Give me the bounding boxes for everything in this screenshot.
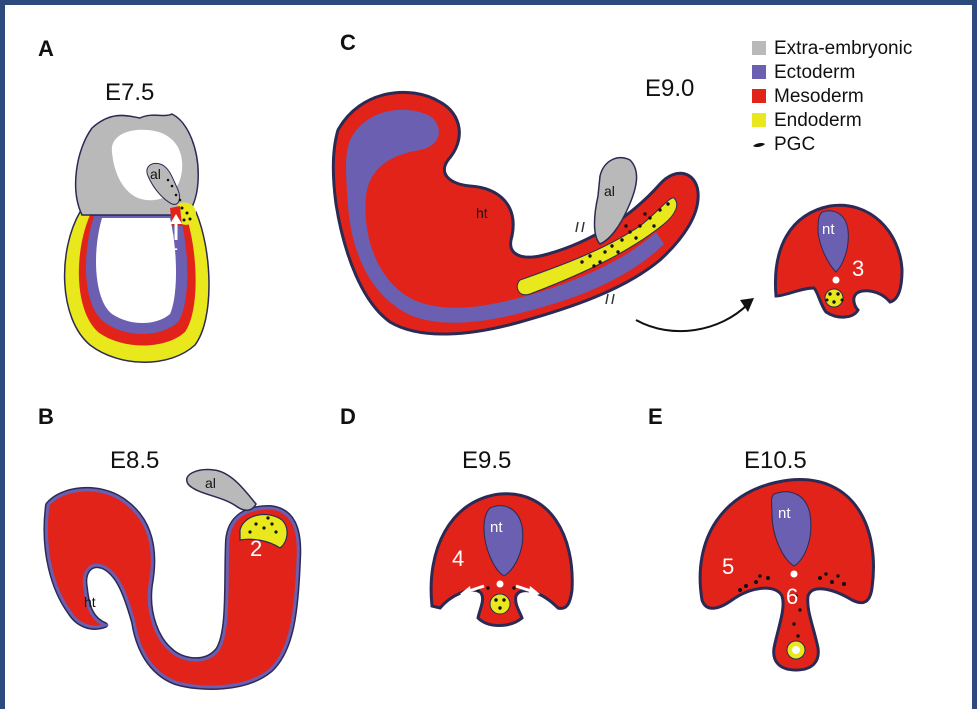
legend-swatch-pgc bbox=[753, 143, 765, 147]
cross-section-c: nt 3 bbox=[775, 205, 902, 317]
stage-label-c: E9.0 bbox=[645, 75, 694, 102]
legend-label-endoderm: Endoderm bbox=[774, 110, 862, 131]
ht-label-c: ht bbox=[476, 205, 488, 221]
legend-label-mesoderm: Mesoderm bbox=[774, 86, 864, 107]
notochord-c bbox=[833, 277, 840, 284]
nt-label-c: nt bbox=[822, 221, 835, 238]
panel-d: D E9.5 nt 4 bbox=[340, 404, 572, 626]
panel-letter-b: B bbox=[38, 404, 54, 429]
panel-letter-d: D bbox=[340, 404, 356, 429]
al-label-a: al bbox=[150, 166, 161, 182]
step-number-6: 6 bbox=[786, 584, 798, 609]
legend-label-ectoderm: Ectoderm bbox=[774, 62, 855, 83]
stage-label-b: E8.5 bbox=[110, 447, 159, 474]
al-label-b: al bbox=[205, 475, 216, 491]
step-number-2: 2 bbox=[250, 536, 262, 561]
stage-label-e: E10.5 bbox=[744, 447, 807, 474]
allantois-b bbox=[187, 470, 256, 511]
legend-swatch-ectoderm bbox=[752, 65, 766, 79]
legend-swatch-endoderm bbox=[752, 113, 766, 127]
section-arrow bbox=[636, 304, 748, 331]
legend-swatch-mesoderm bbox=[752, 89, 766, 103]
nt-label-e: nt bbox=[778, 505, 791, 522]
al-label-c: al bbox=[604, 183, 615, 199]
step-number-4: 4 bbox=[452, 546, 464, 571]
stage-label-d: E9.5 bbox=[462, 447, 511, 474]
panel-b: B E8.5 ht al 2 bbox=[38, 404, 298, 687]
panel-letter-a: A bbox=[38, 36, 54, 61]
gut-section-c bbox=[825, 289, 843, 307]
panel-a: A E7.5 al 1 bbox=[38, 36, 209, 362]
step-number-1: 1 bbox=[166, 230, 178, 255]
amniotic-cavity-a bbox=[96, 218, 176, 323]
gut-section-d bbox=[490, 594, 510, 614]
notochord-e bbox=[791, 571, 798, 578]
legend-swatch-extra-embryonic bbox=[752, 41, 766, 55]
ht-label-b: ht bbox=[84, 594, 96, 610]
step-number-5: 5 bbox=[722, 554, 734, 579]
stage-label-a: E7.5 bbox=[105, 79, 154, 106]
panel-letter-e: E bbox=[648, 404, 663, 429]
notochord-d bbox=[497, 581, 504, 588]
legend: Extra-embryonic Ectoderm Mesoderm Endode… bbox=[752, 38, 912, 155]
panel-e: E E10.5 nt 5 6 bbox=[648, 404, 873, 670]
gut-lumen-e bbox=[792, 646, 800, 654]
step-number-3: 3 bbox=[852, 256, 864, 281]
legend-label-extra-embryonic: Extra-embryonic bbox=[774, 38, 912, 59]
nt-label-d: nt bbox=[490, 519, 503, 536]
panel-letter-c: C bbox=[340, 30, 356, 55]
legend-label-pgc: PGC bbox=[774, 134, 815, 155]
